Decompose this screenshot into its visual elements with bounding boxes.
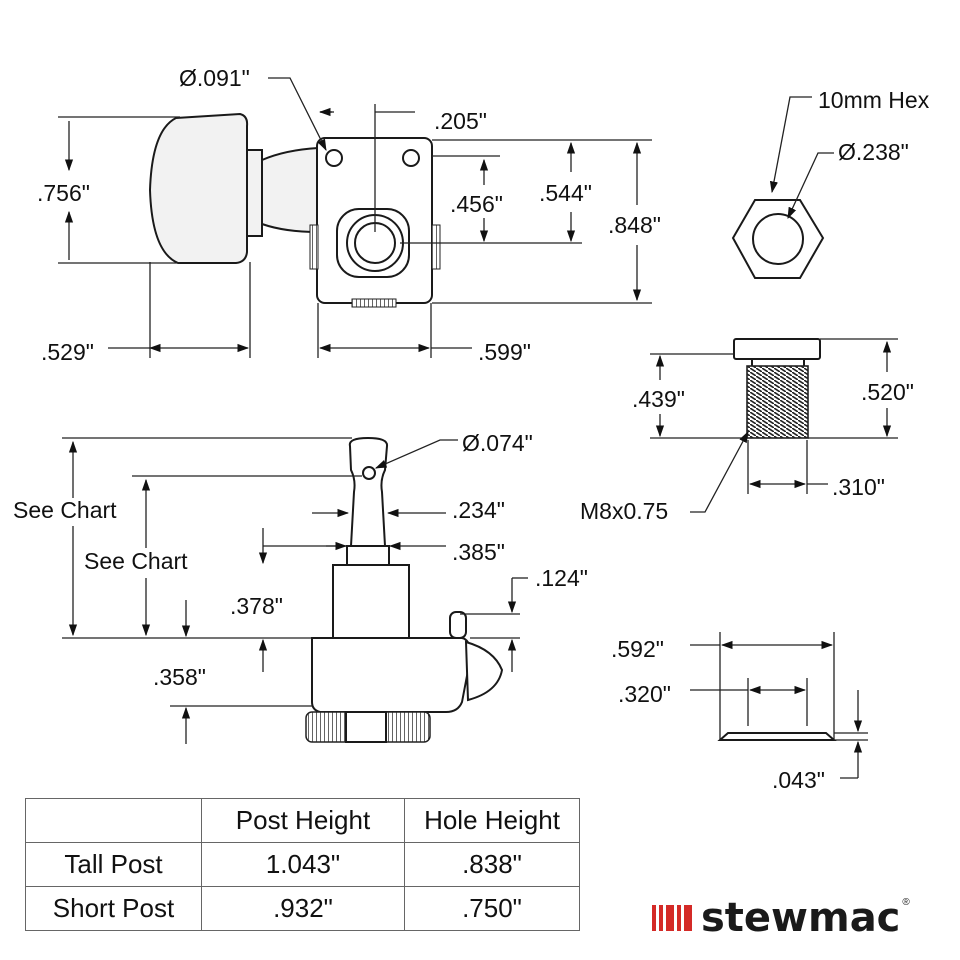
table-row: Short Post .932" .750" — [25, 886, 580, 931]
table-header-row: Post Height Hole Height — [25, 798, 580, 843]
label-205: .205" — [434, 108, 487, 134]
label-hole-dia-091: Ø.091" — [179, 65, 250, 91]
label-320: .320" — [618, 681, 671, 707]
label-043: .043" — [772, 767, 825, 793]
table-cell: .932" — [201, 886, 405, 931]
label-234: .234" — [452, 497, 505, 523]
label-599: .599" — [478, 339, 531, 365]
label-520: .520" — [861, 379, 914, 405]
logo-registered-mark: ® — [902, 896, 910, 908]
label-10mm-hex: 10mm Hex — [818, 87, 930, 113]
table-cell: Short Post — [25, 886, 202, 931]
table-row: Tall Post 1.043" .838" — [25, 842, 580, 887]
tuner-back-view — [58, 77, 652, 358]
table-header-cell — [25, 798, 202, 843]
label-529: .529" — [41, 339, 94, 365]
label-385: .385" — [452, 539, 505, 565]
label-544: .544" — [539, 180, 592, 206]
label-124: .124" — [535, 565, 588, 591]
label-see-chart-post: See Chart — [13, 497, 117, 523]
stewmac-logo: stewmac ® — [652, 895, 910, 941]
label-756: .756" — [37, 180, 90, 206]
table-cell: .750" — [404, 886, 580, 931]
table-cell: .838" — [404, 842, 580, 887]
hex-nut-view — [731, 96, 834, 279]
label-see-chart-hole: See Chart — [84, 548, 188, 574]
label-592: .592" — [611, 636, 664, 662]
tuner-side-view — [62, 436, 528, 744]
bushing-view — [650, 338, 898, 513]
label-hole-dia-074: Ø.074" — [462, 430, 533, 456]
label-310: .310" — [832, 474, 885, 500]
washer-view — [690, 632, 868, 779]
table-cell: 1.043" — [201, 842, 405, 887]
label-thread: M8x0.75 — [580, 498, 668, 524]
table-cell: Tall Post — [25, 842, 202, 887]
label-439: .439" — [632, 386, 685, 412]
label-dia-238: Ø.238" — [838, 139, 909, 165]
label-456: .456" — [450, 191, 503, 217]
post-height-table: Post Height Hole Height Tall Post 1.043"… — [25, 798, 580, 931]
label-378: .378" — [230, 593, 283, 619]
label-848: .848" — [608, 212, 661, 238]
logo-text: stewmac — [701, 895, 901, 941]
logo-mark-icon — [652, 905, 695, 931]
label-358: .358" — [153, 664, 206, 690]
table-header-cell: Hole Height — [404, 798, 580, 843]
table-header-cell: Post Height — [201, 798, 405, 843]
